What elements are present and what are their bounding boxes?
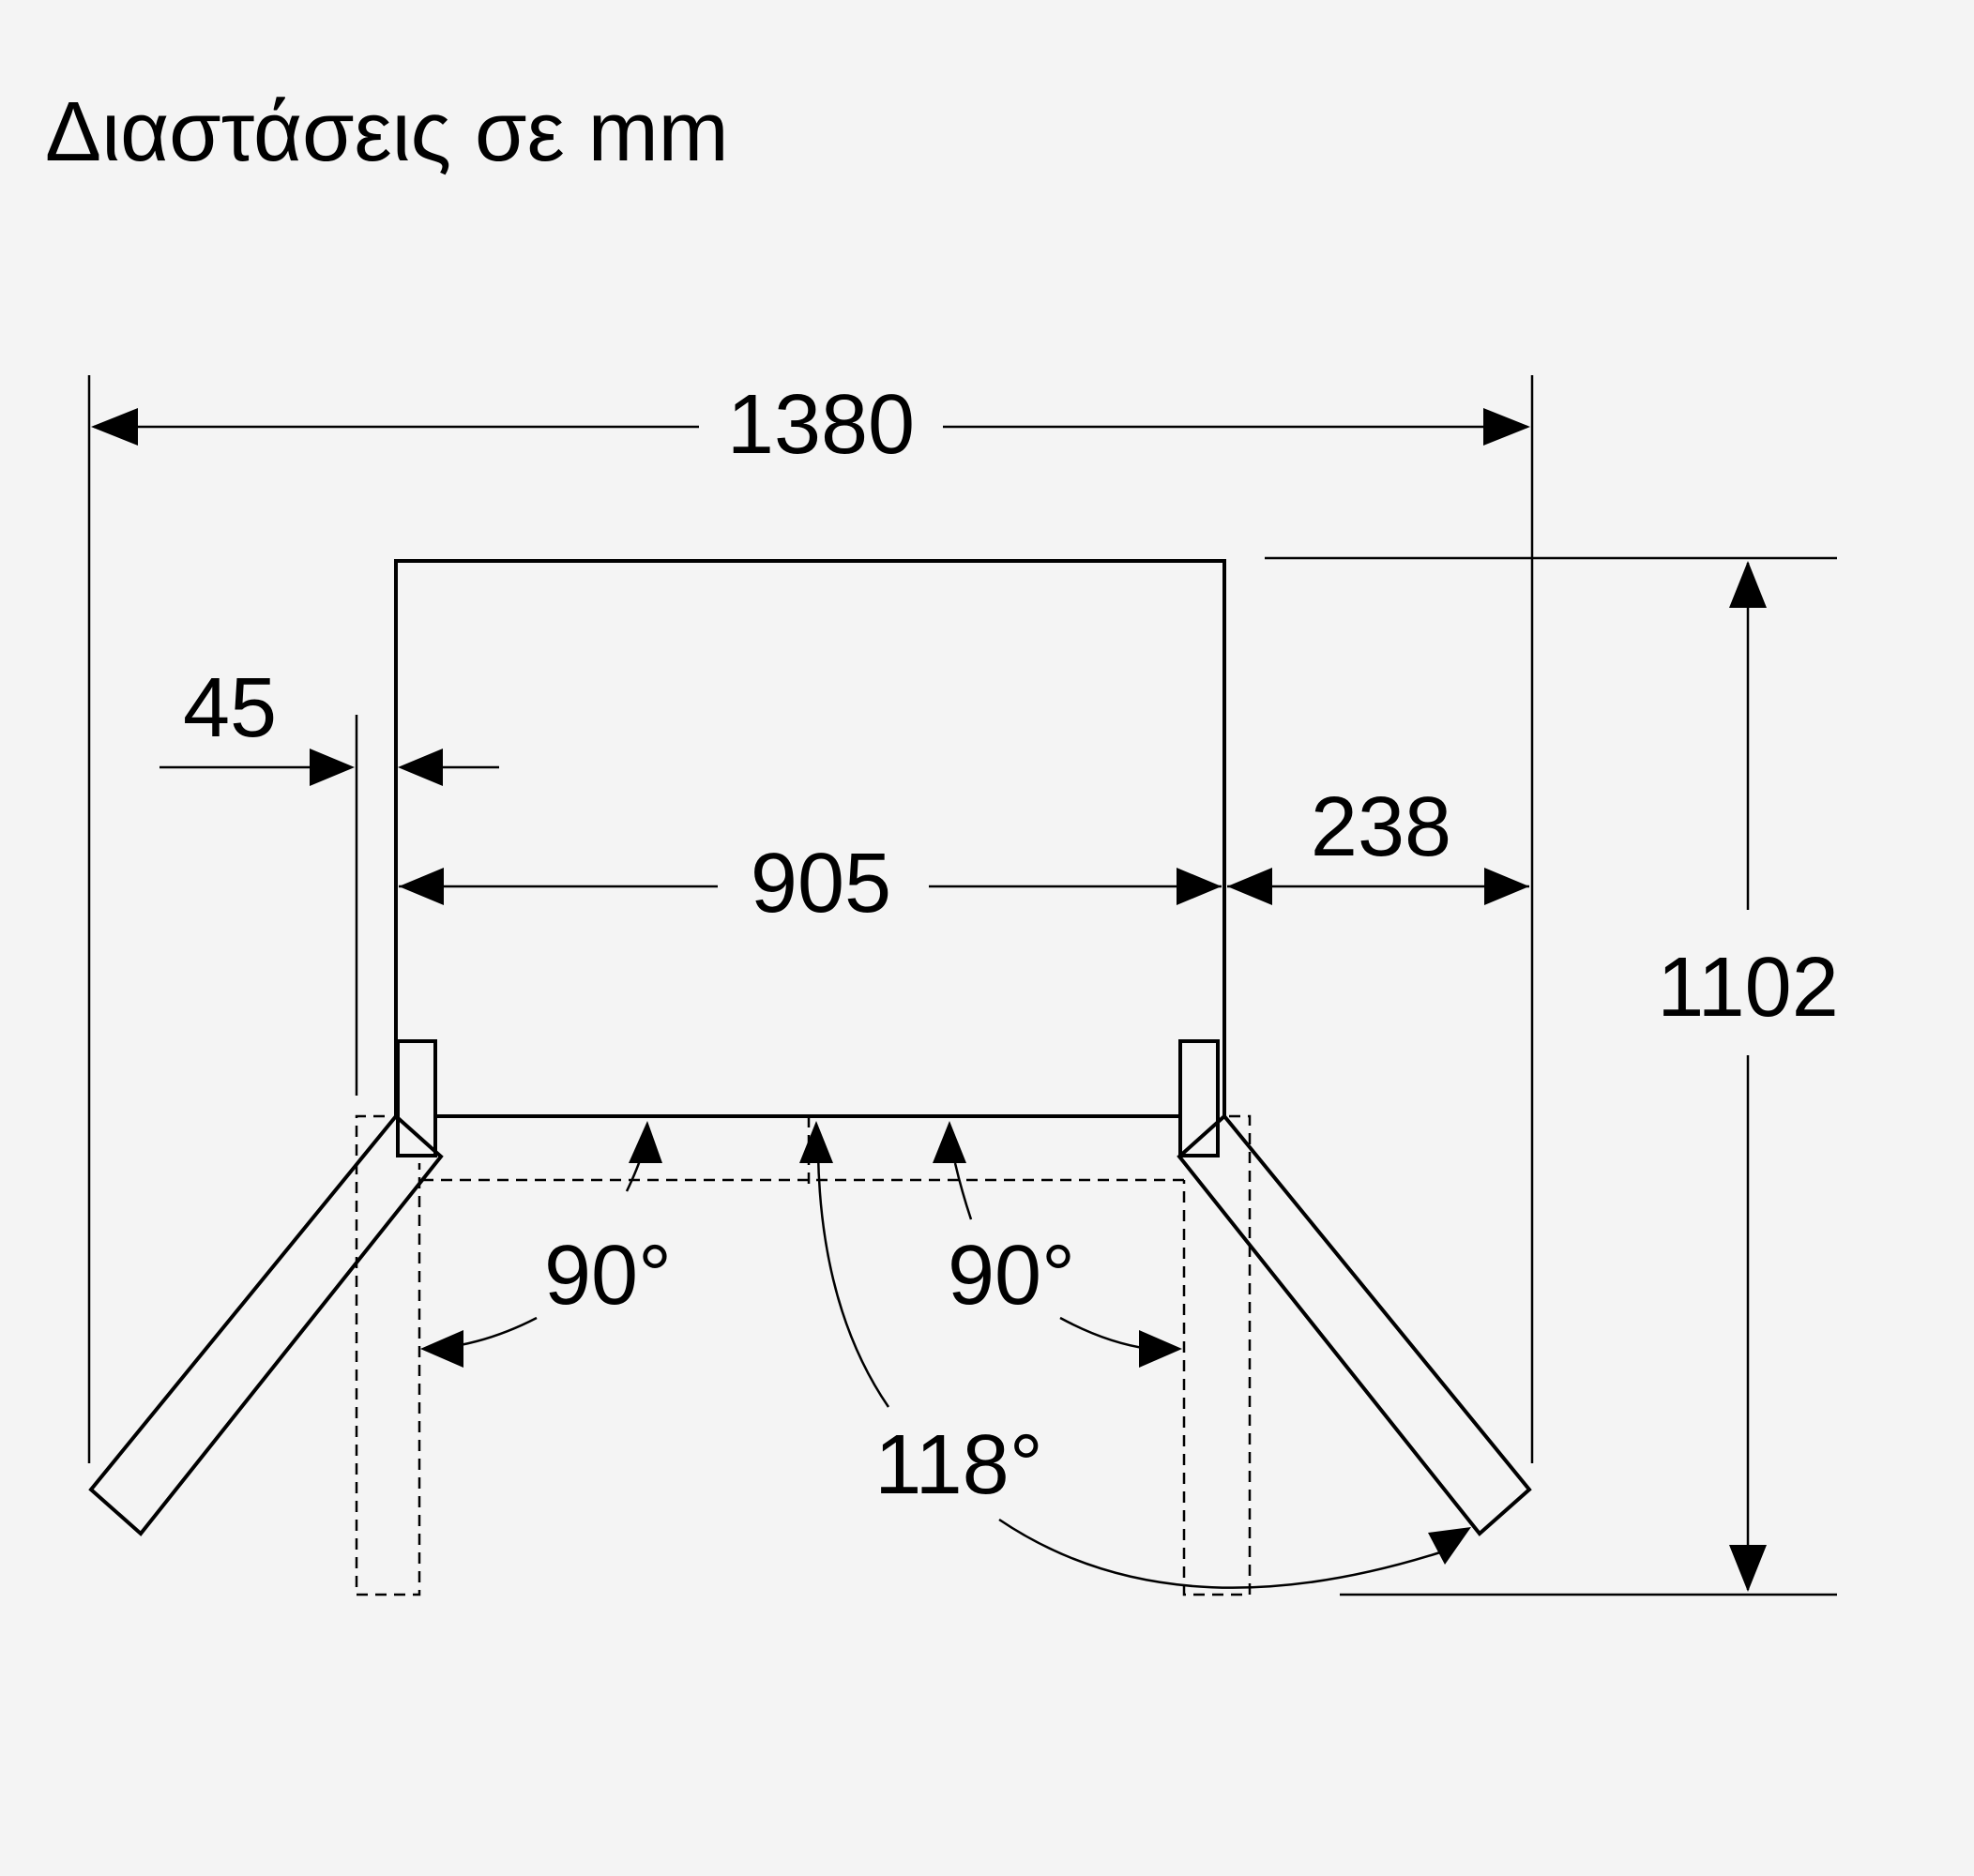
right-hinge — [1178, 1039, 1220, 1157]
dimension-label-238: 238 — [1311, 780, 1451, 874]
angle-arc-right-90: 90° — [933, 1121, 1182, 1368]
angle-arc-left-90: 90° — [420, 1121, 672, 1368]
right-door-open — [1177, 1113, 1532, 1536]
extension-lines — [87, 375, 1837, 1596]
angle-label-118: 118° — [874, 1418, 1042, 1512]
dimension-line-1102: 1102 — [1657, 561, 1839, 1592]
dimension-line-45: 45 — [159, 661, 499, 786]
angle-label-right-90: 90° — [948, 1229, 1075, 1323]
diagram-title: Διαστάσεις σε mm — [45, 85, 729, 179]
angle-label-left-90: 90° — [544, 1229, 672, 1323]
dimension-line-905: 905 — [399, 837, 1222, 930]
left-hinge — [396, 1039, 437, 1157]
dimension-label-905: 905 — [751, 837, 891, 930]
angle-arc-118: 118° — [799, 1121, 1471, 1589]
dimension-label-45: 45 — [183, 661, 277, 755]
dimension-label-1102: 1102 — [1657, 941, 1839, 1035]
dimension-label-1380: 1380 — [727, 378, 915, 472]
door-swing-outlines — [355, 1114, 1252, 1596]
dimension-line-1380: 1380 — [91, 378, 1530, 472]
left-door-open — [88, 1113, 444, 1536]
dimension-line-238: 238 — [1227, 780, 1529, 905]
